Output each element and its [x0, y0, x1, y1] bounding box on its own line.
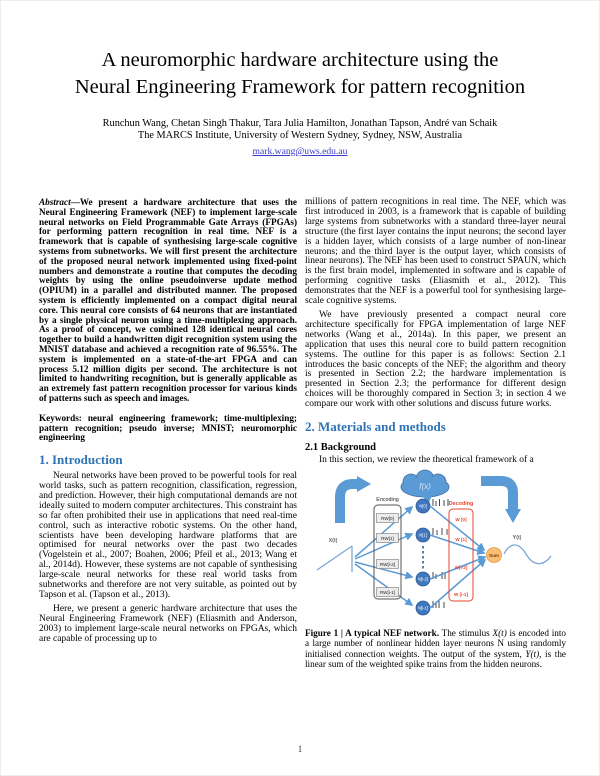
figure1-caption-yt: Y(t) — [525, 648, 540, 659]
abstract-paragraph: Abstract—We present a hardware architect… — [39, 197, 297, 404]
wi2-label: W[i-2] — [455, 565, 468, 570]
xt-label: X(t) — [329, 538, 338, 544]
page-title: A neuromorphic hardware architecture usi… — [74, 49, 526, 98]
email-link[interactable]: mark.wang@uws.edu.au — [252, 146, 348, 157]
page-number: 1 — [297, 744, 303, 754]
rwi2-label: RW[i-2] — [380, 562, 395, 567]
intro-paragraph-2: Here, we present a generic hardware arch… — [39, 603, 297, 644]
intro-paragraph-2-continued: millions of pattern recognitions in real… — [305, 197, 566, 307]
figure1-container: f(x) X(t) — [305, 469, 566, 624]
spike-trains — [432, 498, 449, 608]
neuron-n1: N[1] — [415, 527, 431, 543]
output-signal: Y(t) — [503, 535, 552, 565]
neuron-ni1: N[i-1] — [415, 600, 431, 616]
keywords-label: Keywords: — [39, 412, 82, 423]
hidden-neurons: N[0] N[1] N[i-2] N[i-1] — [415, 498, 431, 616]
spike-train-n1 — [432, 527, 448, 535]
subsection-heading-background: 2.1 Background — [305, 442, 376, 454]
ni2-label: N[i-2] — [418, 577, 428, 582]
paper-header: A neuromorphic hardware architecture usi… — [1, 47, 599, 159]
curved-arrow-right-icon — [481, 475, 521, 523]
decoding-label: Decoding — [449, 501, 474, 507]
keywords-text: neural engineering framework; time-multi… — [39, 412, 297, 443]
function-cloud-icon: f(x) — [400, 469, 450, 504]
decoding-box: Decoding W [0] W [1] W[i-2] W [i-1] — [448, 501, 474, 602]
keywords-paragraph: Keywords: neural engineering framework; … — [39, 412, 297, 443]
section-heading-methods: 2. Materials and methods — [305, 419, 446, 435]
figure1-caption-text3: , is the linear sum of the weighted spik… — [305, 648, 566, 669]
ni1-label: N[i-1] — [418, 606, 428, 611]
rw0-label: RW[0] — [381, 516, 394, 521]
right-column: millions of pattern recognitions in real… — [305, 197, 566, 669]
neuron-n0: N[0] — [415, 498, 431, 514]
encoding-box: Encoding RW[0] RW[1] RW[i-2] RW[i-1] — [373, 497, 402, 600]
sum-node: Sum — [486, 547, 502, 563]
figure1-caption-text: The stimulus — [439, 627, 493, 638]
figure1-caption-label: Figure 1 | A typical NEF network. — [305, 627, 440, 638]
affiliation: The MARCS Institute, University of Weste… — [137, 130, 463, 141]
fx-label: f(x) — [419, 482, 431, 491]
curved-arrow-left-icon — [335, 475, 371, 523]
section-heading-introduction: 1. Introduction — [39, 452, 123, 468]
wi1-label: W [i-1] — [454, 592, 469, 597]
sum-label: Sum — [489, 553, 499, 558]
yt-label: Y(t) — [513, 535, 522, 541]
left-column: Abstract—We present a hardware architect… — [39, 197, 297, 645]
figure1-caption-xt: X(t) — [492, 627, 507, 638]
input-signal: X(t) — [316, 538, 353, 572]
w1-label: W [1] — [455, 537, 467, 542]
background-paragraph: In this section, we review the theoretic… — [319, 455, 534, 466]
abstract-text: —We present a hardware architecture that… — [39, 197, 297, 403]
abstract-label: Abstract — [39, 197, 71, 207]
decoding-arrows — [429, 505, 487, 609]
rwi1-label: RW[i-1] — [380, 590, 395, 595]
rw1-label: RW[1] — [381, 536, 394, 541]
encoding-label: Encoding — [376, 497, 398, 503]
neuron-ni2: N[i-2] — [415, 571, 431, 587]
n1-label: N[1] — [419, 533, 427, 538]
figure1-caption: Figure 1 | A typical NEF network. The st… — [305, 628, 566, 669]
intro-paragraph-1: Neural networks have been proved to be p… — [39, 471, 297, 600]
encoding-arrows — [354, 505, 414, 606]
figure1-caption-text2: is encoded into a large number of nonlin… — [305, 627, 566, 659]
intro-paragraph-3: We have previously presented a compact n… — [305, 309, 566, 410]
n0-label: N[0] — [419, 504, 427, 509]
spike-train-n0 — [432, 498, 449, 506]
w0-label: W [0] — [455, 517, 467, 522]
figure1-nef-network-diagram: f(x) X(t) — [316, 469, 552, 616]
author-list: Runchun Wang, Chetan Singh Thakur, Tara … — [102, 118, 498, 129]
